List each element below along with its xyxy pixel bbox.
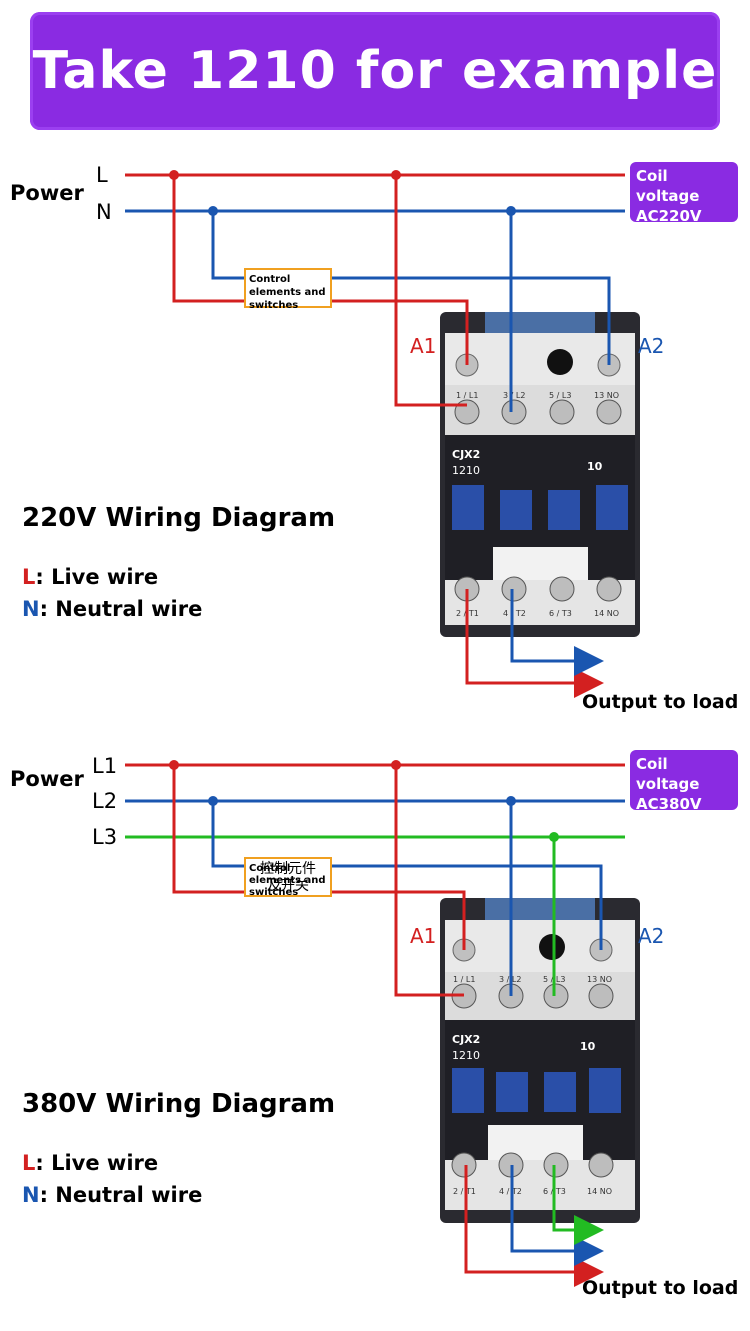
legend-neutral-key: N bbox=[22, 1183, 40, 1207]
a1-label: A1 bbox=[410, 924, 436, 948]
junction-dot bbox=[391, 760, 401, 770]
title-banner: Take 1210 for example bbox=[30, 12, 720, 130]
term-bot-1: 2 / T1 bbox=[453, 1187, 476, 1196]
control-elements-box: Control elements and switches bbox=[244, 268, 332, 311]
term-top-1: 1 / L1 bbox=[453, 975, 475, 984]
coil-voltage-label: Coil voltage bbox=[636, 755, 700, 793]
line-l-label: L bbox=[96, 163, 108, 187]
l1-wire bbox=[394, 765, 464, 997]
line-n-label: N bbox=[96, 200, 112, 224]
legend-neutral: N: Neutral wire bbox=[22, 1183, 202, 1207]
model-label-2: 1210 bbox=[452, 1049, 480, 1062]
diagram-380v: Power L1 L2 L3 1 / L1 bbox=[10, 754, 664, 1287]
coil-voltage-value: AC220V bbox=[636, 207, 702, 225]
junction-dot bbox=[391, 170, 401, 180]
legend-live-text: : Live wire bbox=[35, 565, 159, 589]
aux-label: 10 bbox=[587, 460, 603, 473]
junction-dot bbox=[169, 760, 179, 770]
line-l2-label: L2 bbox=[92, 789, 117, 813]
control-elements-label-cn-1: 控制元件 bbox=[260, 861, 316, 877]
term-bot-2: 4 / T2 bbox=[499, 1187, 522, 1196]
junction-dot bbox=[549, 832, 559, 842]
t2-output-wire bbox=[510, 589, 604, 676]
legend-neutral-key: N bbox=[22, 597, 40, 621]
line-l3-label: L3 bbox=[92, 825, 117, 849]
coil-voltage-badge: Coil voltage AC380V bbox=[630, 750, 738, 813]
power-label: Power bbox=[10, 767, 84, 791]
coil-voltage-badge: Coil voltage AC220V bbox=[630, 162, 738, 225]
diagram-title: 220V Wiring Diagram bbox=[22, 503, 336, 533]
a2-wire bbox=[211, 801, 603, 950]
term-top-2: 3 / L2 bbox=[503, 391, 525, 400]
junction-dot bbox=[169, 170, 179, 180]
model-label-1: CJX2 bbox=[452, 1033, 480, 1046]
banner-title: Take 1210 for example bbox=[32, 41, 718, 101]
output-label: Output to load bbox=[582, 691, 739, 713]
a2-wire bbox=[211, 211, 611, 365]
term-top-1: 1 / L1 bbox=[456, 391, 478, 400]
junction-dot bbox=[208, 796, 218, 806]
model-label-1: CJX2 bbox=[452, 448, 480, 461]
a2-label: A2 bbox=[638, 334, 664, 358]
term-top-4: 13 NO bbox=[587, 975, 612, 984]
junction-dot bbox=[506, 796, 516, 806]
power-label: Power bbox=[10, 181, 84, 205]
control-elements-label-cn-2: 及开关 bbox=[267, 878, 309, 894]
diagram-220v: Power L N 1 / L1 bbox=[10, 163, 664, 698]
legend-live: L: Live wire bbox=[22, 565, 158, 589]
term-top-4: 13 NO bbox=[594, 391, 619, 400]
coil-voltage-value: AC380V bbox=[636, 795, 702, 813]
control-elements-box: Control elements and switches 控制元件 及开关 bbox=[244, 857, 332, 898]
legend-live: L: Live wire bbox=[22, 1151, 158, 1175]
legend-neutral-text: : Neutral wire bbox=[39, 1183, 203, 1207]
legend-neutral-text: : Neutral wire bbox=[39, 597, 203, 621]
term-bot-4: 14 NO bbox=[594, 609, 619, 618]
t3-output-wire bbox=[552, 1165, 604, 1245]
t1-output-wire bbox=[465, 589, 604, 698]
legend-neutral: N: Neutral wire bbox=[22, 597, 202, 621]
legend-live-key: L bbox=[22, 565, 36, 589]
junction-dot bbox=[208, 206, 218, 216]
contactor-380v: 1 / L1 3 / L2 5 / L3 13 NO 2 / T1 4 / T2… bbox=[440, 898, 640, 1223]
control-elements-label: Control elements and switches bbox=[249, 863, 326, 898]
t1-output-wire bbox=[464, 1165, 604, 1287]
legend-live-key: L bbox=[22, 1151, 36, 1175]
model-label-2: 1210 bbox=[452, 464, 480, 477]
term-top-3: 5 / L3 bbox=[549, 391, 571, 400]
l1-wire bbox=[394, 175, 467, 407]
coil-voltage-label: Coil voltage bbox=[636, 167, 700, 205]
aux-label: 10 bbox=[580, 1040, 596, 1053]
term-bot-2: 4 / T2 bbox=[503, 609, 526, 618]
line-l1-label: L1 bbox=[92, 754, 117, 778]
term-bot-3: 6 / T3 bbox=[549, 609, 572, 618]
contactor-220v: 1 / L1 3 / L2 5 / L3 13 NO 2 / T1 4 / T2… bbox=[440, 312, 640, 637]
term-bot-4: 14 NO bbox=[587, 1187, 612, 1196]
legend-live-text: : Live wire bbox=[35, 1151, 159, 1175]
output-label: Output to load bbox=[582, 1277, 739, 1299]
a2-label: A2 bbox=[638, 924, 664, 948]
junction-dot bbox=[506, 206, 516, 216]
t2-output-wire bbox=[510, 1165, 604, 1266]
a1-label: A1 bbox=[410, 334, 436, 358]
diagram-title: 380V Wiring Diagram bbox=[22, 1089, 336, 1119]
